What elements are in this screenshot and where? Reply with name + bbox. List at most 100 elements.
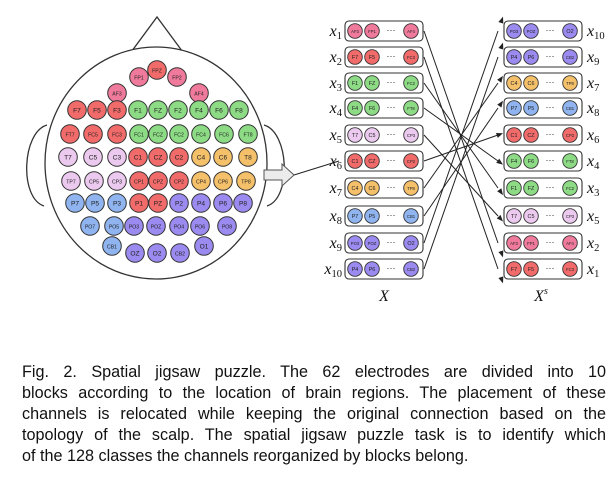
electrode-f3: F3 — [107, 100, 127, 120]
electrode-label: CB1 — [107, 244, 117, 250]
ellipsis: ··· — [387, 182, 396, 192]
block-electrode — [523, 261, 539, 277]
electrode-p7: P7 — [65, 193, 85, 213]
right-block-label: x9 — [586, 49, 599, 68]
var-index: 1 — [337, 31, 342, 42]
electrode-label: C3 — [113, 154, 122, 161]
block-electrode-label: F7 — [352, 55, 358, 61]
block-electrode — [523, 208, 539, 224]
block-electrode — [403, 153, 419, 169]
mapping-arrowhead — [498, 16, 504, 24]
electrode-c1: C1 — [128, 147, 148, 167]
block-frame — [344, 258, 424, 280]
electrode-label: FC3 — [112, 132, 122, 138]
ellipsis: ··· — [546, 237, 555, 247]
var-index: 6 — [337, 161, 342, 172]
block-electrode — [364, 127, 380, 143]
block-electrode-label: O2 — [407, 241, 414, 247]
electrode-poz: POZ — [146, 216, 166, 236]
block-electrode — [506, 235, 522, 251]
block-electrode — [403, 261, 419, 277]
electrode-label: C4 — [197, 154, 206, 161]
left-block-label: x10 — [323, 261, 342, 280]
block-electrode — [403, 49, 419, 65]
electrode-label: F4 — [195, 107, 203, 114]
right-block-label: x10 — [586, 23, 605, 42]
electrode-label: F7 — [73, 107, 81, 114]
electrode-po7: PO7 — [80, 216, 100, 236]
electrode-label: CP4 — [196, 179, 206, 185]
block-electrode-label: CB2 — [566, 55, 575, 60]
ellipsis: ··· — [546, 182, 555, 192]
block-electrode — [506, 180, 522, 196]
block-electrode — [506, 127, 522, 143]
electrode-p5: P5 — [85, 193, 105, 213]
var-index: 9 — [337, 243, 342, 254]
electrode-fp2: FP2 — [167, 67, 187, 87]
electrode-label: TP7 — [66, 179, 76, 185]
block-frame — [503, 72, 583, 94]
block-electrode-label: AF3 — [510, 241, 518, 246]
var-name: x — [329, 23, 337, 40]
block-electrode — [364, 23, 380, 39]
right-ear — [263, 124, 285, 207]
electrode-label: CP3 — [112, 179, 122, 185]
var-index: 8 — [337, 216, 342, 227]
ellipsis: ··· — [387, 129, 396, 139]
var-index: 10 — [332, 269, 343, 280]
left-block-label: x4 — [329, 100, 343, 119]
block-electrode-label: O2 — [566, 29, 573, 35]
electrode-label: PO4 — [174, 224, 184, 230]
block-electrode-label: TP8 — [407, 186, 415, 191]
block-electrode — [364, 235, 380, 251]
ellipsis: ··· — [387, 263, 396, 273]
block-electrode-label: FC3 — [566, 267, 575, 272]
electrode-cp6: CP6 — [213, 171, 233, 191]
block-electrode-label: FZ — [369, 81, 376, 87]
var-index: 7 — [594, 83, 599, 94]
block-electrode — [506, 23, 522, 39]
block-electrode-label: FP1 — [527, 241, 535, 246]
block-electrode — [347, 153, 363, 169]
block-electrode — [506, 153, 522, 169]
block-electrode-label: C4 — [352, 186, 359, 192]
electrode-label: FP1 — [134, 75, 144, 81]
electrode-cp1: CP1 — [129, 171, 149, 191]
electrode-fc5: FC5 — [83, 124, 103, 144]
block-electrode-label: F1 — [352, 81, 358, 87]
block-electrode-label: CP2 — [407, 159, 416, 164]
electrode-tp8: TP8 — [236, 171, 256, 191]
var-index: 1 — [594, 269, 599, 280]
right-arrow-icon — [263, 162, 295, 188]
block-electrode — [364, 100, 380, 116]
ellipsis: ··· — [387, 51, 396, 61]
block-electrode — [523, 23, 539, 39]
electrode-cp3: CP3 — [107, 171, 127, 191]
electrode-pz: PZ — [148, 193, 168, 213]
left-block-label: x2 — [329, 49, 342, 68]
block-frame — [503, 205, 583, 227]
electrode-po6: PO6 — [190, 216, 210, 236]
var-index: 5 — [594, 216, 599, 227]
left-ear — [26, 124, 48, 207]
electrode-cb1: CB1 — [102, 236, 122, 256]
electrode-cz: CZ — [148, 147, 168, 167]
block-electrode-label: F4 — [352, 106, 358, 112]
mapping-line — [423, 56, 499, 270]
electrode-p2: P2 — [169, 193, 189, 213]
electrode-ft8: FT8 — [238, 124, 258, 144]
ellipsis: ··· — [546, 51, 555, 61]
mapping-line — [423, 134, 499, 217]
block-electrode — [347, 75, 363, 91]
var-name: x — [329, 153, 337, 170]
mapping-arrowhead — [498, 250, 504, 258]
block-electrode — [562, 261, 578, 277]
block-frame — [344, 20, 424, 42]
electrode-c5: C5 — [83, 147, 103, 167]
block-electrode-label: P6 — [369, 267, 376, 273]
